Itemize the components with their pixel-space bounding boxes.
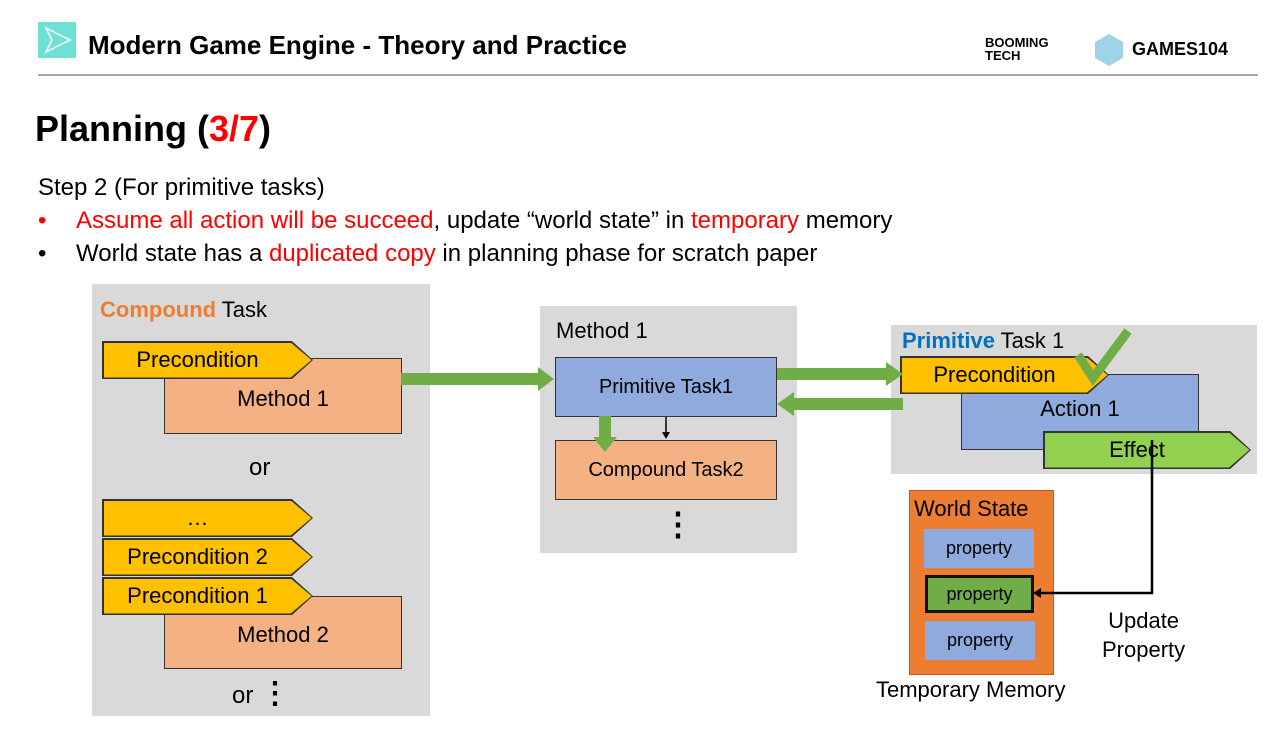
or-label: or [249,454,271,481]
property-item-updated: property [925,575,1034,613]
method-panel-title: Method 1 [556,318,648,343]
property-item: property [924,529,1034,568]
title-text: Task [216,297,268,322]
arrow-primitive-to-task [777,362,903,386]
tag-text: … [186,505,209,530]
precondition-tag: Precondition [102,341,313,379]
slide-title: Planning (3/7) [35,108,271,150]
bullet-text: duplicated copy [268,240,436,267]
property-item: property [925,621,1035,660]
tag-text: Precondition [933,362,1056,387]
bullet-text: Assume all action will be succeed [76,207,434,234]
compound-task-title: Compound Task [100,297,267,323]
arrow-down-green [593,416,617,452]
header-divider [38,74,1258,76]
precondition-1-tag: Precondition 1 [102,577,313,615]
course-logo-icon [38,22,76,58]
vertical-dots: ⋮ [662,506,694,542]
bullet-1: •Assume all action will be succeed, upda… [38,207,893,234]
title-text: ) [259,108,272,149]
arrow-update-property [1033,440,1154,598]
or-label-2: or ⋮ [232,676,290,711]
or-text: or [232,682,254,709]
checkmark-icon [1074,328,1132,386]
primitive-task-title: Primitive Task 1 [902,328,1064,354]
arrow-down-black [662,417,670,439]
tag-text: Precondition 2 [127,544,268,569]
title-text: Compound [100,297,217,322]
bullet-text: temporary [690,207,800,234]
title-text: Primitive [902,328,995,353]
label-line: Property [1102,637,1186,662]
precondition-2-tag: Precondition 2 [102,538,313,576]
label-line: Update [1108,608,1180,633]
title-text: Planning ( [35,108,209,149]
tag-text: Precondition 1 [127,583,268,608]
step-heading: Step 2 (For primitive tasks) [38,174,325,201]
page-indicator: 3/7 [209,108,260,149]
temporary-memory-label: Temporary Memory [876,677,1066,702]
method-panel [540,306,797,553]
course-title: Modern Game Engine - Theory and Practice [88,30,627,60]
world-state-title: World State [914,496,1029,521]
arrow-task-to-primitive [777,392,903,416]
bullet-text: memory [799,207,893,234]
tag-text: Precondition [136,347,259,372]
compound-task2-box: Compound Task2 [555,440,777,500]
bullet-text: in planning phase for scratch paper [435,240,818,267]
vertical-dots: ⋮ [260,677,291,710]
ellipsis-tag: … [102,499,313,537]
games104-logo: GAMES104 [1132,39,1229,59]
primitive-task1-box: Primitive Task1 [555,357,777,417]
precondition-tag: Precondition [900,356,1109,394]
effect-tag: Effect [1043,431,1251,469]
tag-text: Effect [1109,437,1165,462]
bullet-2: •World state has a duplicated copy in pl… [38,240,818,267]
arrow-compound-to-method [401,367,554,391]
bullet-text: World state has a [76,240,269,267]
title-text: Task 1 [994,328,1065,353]
booming-tech-logo: BOOMING TECH [985,35,1049,63]
bullet-text: , update “world state” in [433,207,691,234]
